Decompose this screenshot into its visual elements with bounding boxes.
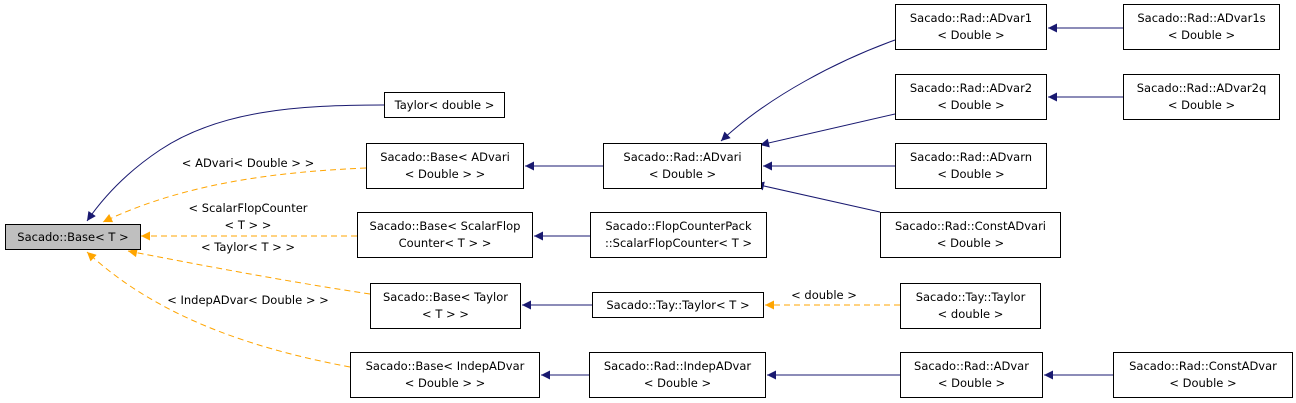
edge-label-scalarflopcounter: < ScalarFlopCounter < T > >	[188, 200, 307, 234]
node-rad-advar1[interactable]: Sacado::Rad::ADvar1 < Double >	[895, 4, 1047, 50]
node-base-t[interactable]: Sacado::Base< T >	[5, 224, 141, 250]
node-rad-constadvar[interactable]: Sacado::Rad::ConstADvar < Double >	[1113, 352, 1293, 398]
node-label-line: < Double >	[1167, 98, 1236, 112]
edge-label-text: < IndepADvar< Double > >	[167, 293, 329, 307]
node-label-line: Sacado::Tay::Taylor	[915, 290, 1026, 304]
node-label-line: Sacado::FlopCounterPack	[605, 219, 752, 233]
node-rad-advar1s[interactable]: Sacado::Rad::ADvar1s < Double >	[1123, 4, 1280, 50]
node-label-line: Sacado::Base< Taylor	[382, 290, 509, 304]
edge-label-text: < ScalarFlopCounter	[188, 201, 308, 215]
edge-label-text: < ADvari< Double > >	[181, 156, 315, 170]
node-label-line: < double >	[937, 307, 1004, 321]
node-label-line: Sacado::Rad::ADvari	[623, 150, 742, 164]
edge-base-taylor-to-base	[127, 248, 371, 295]
node-tay-taylor-t-label: Sacado::Tay::Taylor< T >	[606, 297, 750, 312]
node-label-line: ::ScalarFlopCounter< T >	[604, 236, 753, 250]
node-tay-taylor-t[interactable]: Sacado::Tay::Taylor< T >	[592, 292, 764, 318]
node-rad-advar[interactable]: Sacado::Rad::ADvar < Double >	[900, 352, 1043, 398]
node-label-line: Sacado::Rad::IndepADvar	[603, 359, 752, 373]
node-label-line: < Double >	[936, 236, 1005, 250]
edge-label-double: < double >	[791, 287, 857, 304]
node-label-line: < Double >	[937, 28, 1005, 42]
node-taylor-double-label: Taylor< double >	[394, 97, 495, 112]
node-label-line: < Double >	[937, 98, 1005, 112]
edge-label-text: < double >	[791, 288, 857, 302]
edge-advar1-to-advari	[720, 39, 896, 142]
node-base-scalarflopcounter[interactable]: Sacado::Base< ScalarFlop Counter< T > >	[357, 212, 533, 258]
node-label-line: Sacado::Rad::ConstADvari	[895, 219, 1046, 233]
node-label-line: Sacado::Rad::ADvar2q	[1136, 81, 1267, 95]
node-label-line: < Double >	[648, 167, 717, 181]
edge-label-text: < T > >	[224, 218, 272, 232]
edge-taylor-double-to-base	[86, 104, 385, 222]
node-rad-advar2q[interactable]: Sacado::Rad::ADvar2q < Double >	[1123, 74, 1280, 120]
node-label-line: < T > >	[422, 307, 469, 321]
edge-constadvari-to-advari	[754, 181, 881, 213]
node-label-line: Sacado::Rad::ADvar1	[909, 11, 1033, 25]
node-flopcounterpack-sfc[interactable]: Sacado::FlopCounterPack ::ScalarFlopCoun…	[590, 212, 767, 258]
node-base-t-label: Sacado::Base< T >	[17, 229, 129, 244]
node-rad-constadvari[interactable]: Sacado::Rad::ConstADvari < Double >	[880, 212, 1061, 258]
node-tay-taylor-double[interactable]: Sacado::Tay::Taylor < double >	[900, 283, 1041, 329]
node-label-line: Sacado::Rad::ADvar2	[909, 81, 1033, 95]
node-rad-indepadvar[interactable]: Sacado::Rad::IndepADvar < Double >	[589, 352, 766, 398]
node-taylor-double[interactable]: Taylor< double >	[384, 92, 505, 118]
node-label-line: < Double > >	[404, 167, 486, 181]
node-label-line: Sacado::Base< ADvari	[380, 150, 510, 164]
edge-advar2-to-advari	[759, 113, 896, 148]
edge-label-taylor-t: < Taylor< T > >	[201, 239, 295, 256]
node-label-line: < Double >	[1167, 28, 1236, 42]
node-rad-advar2[interactable]: Sacado::Rad::ADvar2 < Double >	[895, 74, 1047, 120]
node-rad-advarn[interactable]: Sacado::Rad::ADvarn < Double >	[895, 143, 1047, 189]
node-rad-advari[interactable]: Sacado::Rad::ADvari < Double >	[603, 143, 762, 189]
node-label-line: Sacado::Rad::ADvar	[914, 359, 1029, 373]
node-label-line: < Double > >	[404, 376, 486, 390]
node-base-advari[interactable]: Sacado::Base< ADvari < Double > >	[366, 143, 524, 189]
edge-label-advari-double: < ADvari< Double > >	[182, 155, 314, 172]
node-label-line: < Double >	[937, 167, 1005, 181]
node-base-taylor[interactable]: Sacado::Base< Taylor < T > >	[370, 283, 521, 329]
node-label-line: < Double >	[1169, 376, 1237, 390]
edge-label-text: < Taylor< T > >	[200, 240, 296, 254]
node-label-line: Sacado::Rad::ConstADvar	[1129, 359, 1277, 373]
node-base-indepadvar[interactable]: Sacado::Base< IndepADvar < Double > >	[350, 352, 540, 398]
node-label-line: < Double >	[937, 376, 1006, 390]
edge-label-indepadvar-double: < IndepADvar< Double > >	[167, 292, 329, 309]
node-label-line: Sacado::Rad::ADvarn	[909, 150, 1033, 164]
node-label-line: Sacado::Base< IndepADvar	[365, 359, 525, 373]
node-label-line: Sacado::Rad::ADvar1s	[1137, 11, 1266, 25]
node-label-line: Counter< T > >	[398, 236, 492, 250]
edge-base-indep-to-base	[86, 251, 351, 368]
node-label-line: < Double >	[643, 376, 712, 390]
node-label-line: Sacado::Base< ScalarFlop	[369, 219, 521, 233]
